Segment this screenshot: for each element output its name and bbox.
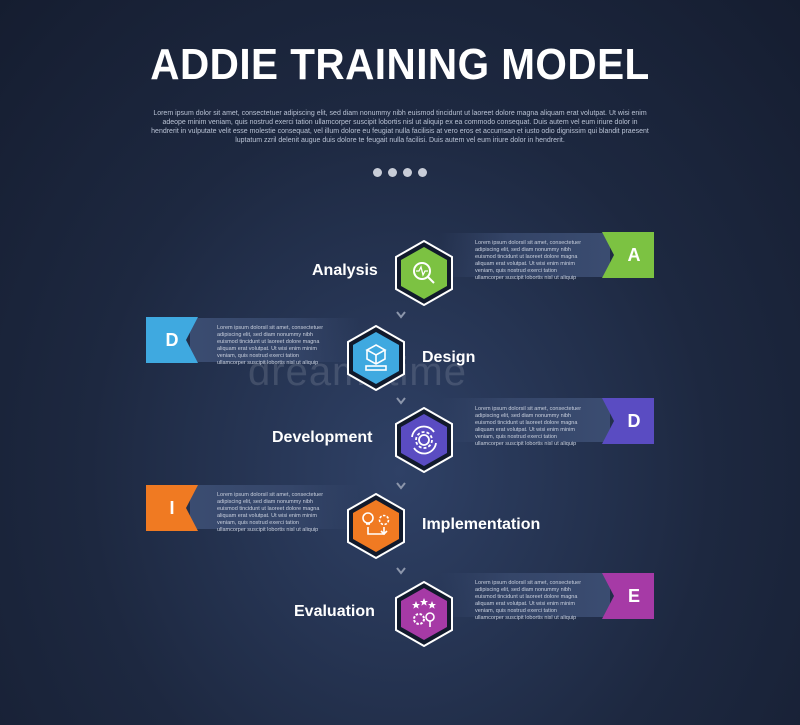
magnifier-pulse-icon [413,262,435,284]
step-hex-design [346,325,406,391]
step-text-analysis: Lorem ipsum dolorsil sit amet, consectet… [475,240,582,281]
step-letter-development: D [627,410,641,431]
step-label-analysis: Analysis [312,262,378,279]
step-hex-development [394,407,454,473]
step-hex-analysis [394,240,454,306]
step-panel-design [190,318,360,362]
chevron-down-icon [396,567,406,575]
step-tab-development: D [602,398,654,444]
step-panel-development [440,398,610,442]
step-text-design: Lorem ipsum dolorsil sit amet, consectet… [217,325,324,366]
step-label-development: Development [272,429,373,446]
idea-gear-icon [362,512,390,536]
step-letter-design: D [165,329,179,350]
gear-cycle-icon [411,425,437,455]
step-panel-evaluation [440,573,610,617]
step-label-design: Design [422,349,476,366]
step-label-implementation: Implementation [422,516,541,533]
page-description: Lorem ipsum dolor sit amet, consectetuer… [151,110,649,144]
step-panel-implementation [190,485,360,529]
step-tab-analysis: A [602,232,654,278]
pager-dot [373,168,382,177]
step-hex-evaluation [394,581,454,647]
pager-dot [403,168,412,177]
pager-dot [418,168,427,177]
step-text-implementation: Lorem ipsum dolorsil sit amet, consectet… [217,492,324,533]
chevron-down-icon [396,482,406,490]
page-title: ADDIE TRAINING MODEL [150,40,650,89]
step-text-evaluation: Lorem ipsum dolorsil sit amet, consectet… [475,580,582,621]
step-letter-analysis: A [627,244,641,265]
step-letter-evaluation: E [627,585,640,606]
pager-dot [388,168,397,177]
pager-dots [373,168,427,177]
step-tab-implementation: I [146,485,198,531]
step-tab-evaluation: E [602,573,654,619]
chevron-down-icon [396,397,406,405]
stars-gear-icon [412,598,436,627]
step-letter-implementation: I [169,497,175,518]
step-hex-implementation [346,493,406,559]
blueprint-box-icon [365,344,387,371]
chevron-down-icon [396,311,406,319]
step-label-evaluation: Evaluation [294,603,375,620]
step-tab-design: D [146,317,198,363]
step-text-development: Lorem ipsum dolorsil sit amet, consectet… [475,406,582,447]
step-panel-analysis [440,233,610,277]
